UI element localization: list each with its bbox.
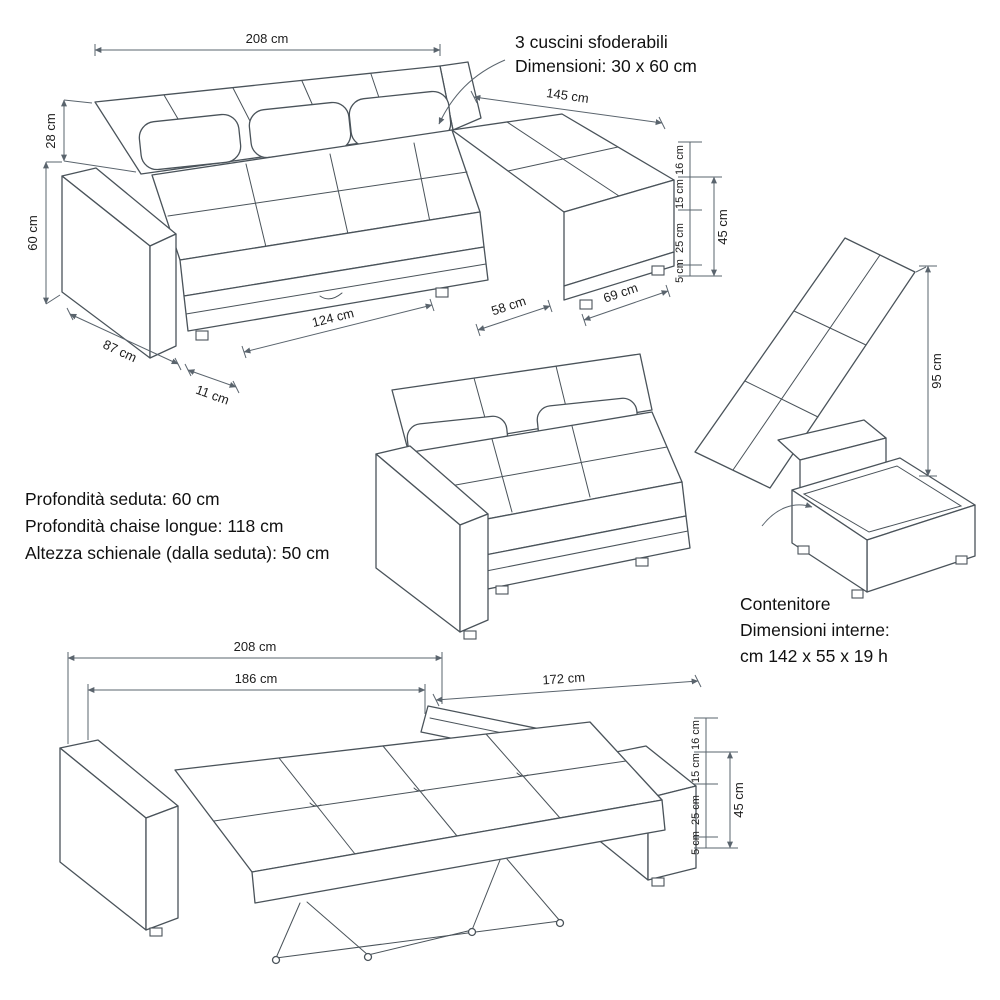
- sofa-foot: [463, 630, 477, 640]
- dim-bed-stack-5: 5 cm: [690, 831, 702, 855]
- dim-open-lift-height: 95 cm: [929, 353, 944, 388]
- dim-bed-stack-15: 15 cm: [690, 753, 702, 783]
- sofa-closed-chaise-seams: [506, 121, 620, 197]
- sofa-closed-chaise-base: [563, 251, 675, 301]
- container-foot: [797, 545, 810, 555]
- sofa-closed-arm-front: [149, 233, 177, 359]
- sofa-bed-dimensions: 208 cm 186 cm 172 cm 16 cm 15 cm 25 cm 5…: [67, 639, 746, 855]
- cushions-leader-arrow-icon: [438, 59, 506, 125]
- dim-bed-stack-total: 45 cm: [731, 782, 746, 817]
- cushions-note-line2: Dimensioni: 30 x 60 cm: [515, 56, 697, 76]
- seat-specs-line3: Altezza schienale (dalla seduta): 50 cm: [25, 543, 329, 563]
- dim-closed-chaise-front: 58 cm: [489, 293, 527, 318]
- seat-specs-line1: Profondità seduta: 60 cm: [25, 489, 220, 509]
- sofa-foot: [495, 585, 509, 595]
- cushions-annotation: 3 cuscini sfoderabili Dimensioni: 30 x 6…: [438, 32, 697, 125]
- sofa-foot: [195, 330, 209, 341]
- sofa-bed-drawing: [59, 705, 697, 965]
- cushions-note-line1: 3 cuscini sfoderabili: [515, 32, 668, 52]
- sofa-bed-left-arm-front: [145, 805, 179, 931]
- sofa-open-arm-front: [459, 513, 489, 633]
- storage-container-inner-rim: [802, 465, 963, 533]
- dim-closed-backrest-height: 28 cm: [43, 113, 58, 148]
- sofa-open-drawing: [375, 237, 976, 640]
- open-direction-arrow-icon: [761, 502, 813, 527]
- dim-closed-stack-25: 25 cm: [674, 223, 686, 253]
- dim-closed-total-height: 60 cm: [25, 215, 40, 250]
- lifted-seat-panel: [694, 237, 916, 489]
- sofa-closed-drawing: [61, 61, 675, 359]
- sofa-foot: [149, 927, 163, 937]
- dim-bed-width: 186 cm: [235, 671, 278, 686]
- dim-bed-total-width: 208 cm: [234, 639, 277, 654]
- caster-wheel-icon: [271, 955, 281, 965]
- dim-closed-armrest-width: 11 cm: [194, 382, 231, 408]
- dim-bed-depth: 172 cm: [542, 670, 586, 688]
- sofa-closed-base-seam: [185, 263, 487, 315]
- pillow-icon: [138, 113, 242, 171]
- dim-bed-stack-25: 25 cm: [690, 795, 702, 825]
- pullout-handle-icon: [319, 292, 343, 300]
- sofa-foot: [651, 877, 665, 887]
- dim-closed-stack-16: 16 cm: [674, 145, 686, 175]
- dim-closed-stack-15: 15 cm: [674, 179, 686, 209]
- dim-closed-total-depth: 145 cm: [545, 85, 589, 106]
- dim-bed-stack-16: 16 cm: [690, 720, 702, 750]
- seat-specs-annotation: Profondità seduta: 60 cm Profondità chai…: [25, 489, 329, 563]
- sofa-open-base-seam: [450, 530, 689, 579]
- container-foot: [851, 589, 864, 599]
- sofa-bed-mattress-front: [251, 799, 666, 904]
- container-foot: [955, 555, 968, 565]
- container-note-line2: Dimensioni interne:: [740, 620, 890, 640]
- sofa-closed-seat-seams: [167, 142, 468, 248]
- seat-specs-line2: Profondità chaise longue: 118 cm: [25, 516, 283, 536]
- sofa-foot: [435, 287, 449, 298]
- dim-closed-stack-5: 5 cm: [674, 259, 686, 283]
- lifted-panel-seams: [732, 254, 881, 471]
- container-note-line1: Contenitore: [740, 594, 830, 614]
- sofa-open-dimensions: 95 cm: [915, 265, 944, 477]
- sofa-foot: [635, 557, 649, 567]
- sofa-bed-mattress-seams: [213, 733, 627, 855]
- caster-wheel-icon: [467, 927, 477, 937]
- caster-wheel-icon: [363, 952, 373, 962]
- sofa-open-seat-seams: [427, 425, 668, 513]
- dim-closed-total-width: 208 cm: [246, 31, 289, 46]
- dim-closed-stack-total: 45 cm: [715, 209, 730, 244]
- caster-wheel-icon: [555, 918, 565, 928]
- sofa-foot: [651, 265, 665, 276]
- pullout-legs-mechanism: [275, 858, 561, 959]
- sofa-foot: [579, 299, 593, 310]
- container-note-line3: cm 142 x 55 x 19 h: [740, 646, 888, 666]
- storage-container-side: [791, 489, 868, 593]
- container-annotation: Contenitore Dimensioni interne: cm 142 x…: [740, 594, 890, 666]
